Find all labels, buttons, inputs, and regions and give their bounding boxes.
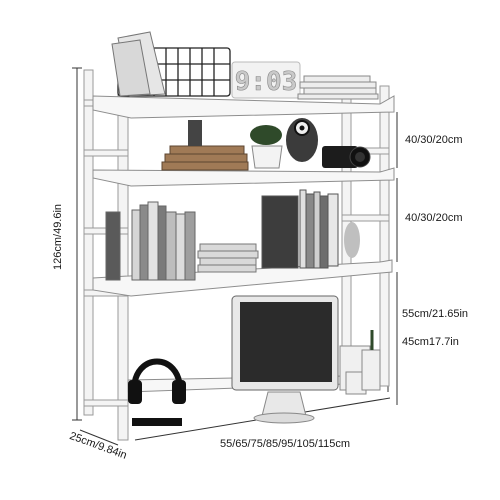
lower-height-label: 55cm/21.65in <box>402 308 469 320</box>
headphones <box>128 358 186 426</box>
height-label: 126cm/49.6in <box>52 203 64 270</box>
potted-plant <box>250 125 283 169</box>
books-right <box>261 189 339 269</box>
width-label: 55/65/75/85/95/105/115cm <box>220 438 351 450</box>
shelf-gap-middle-label: 40/30/20cm <box>405 212 463 224</box>
monitor-clearance-label: 45cm17.7in <box>402 336 459 348</box>
camera <box>322 146 371 168</box>
shelf-boards <box>92 95 395 393</box>
book-stack-top <box>297 75 379 100</box>
clock-digits: 9:03 <box>235 67 298 97</box>
figurine <box>344 222 360 258</box>
books-left <box>105 201 196 281</box>
book-stack-middle <box>161 145 249 171</box>
bookend <box>188 120 202 146</box>
minion-figure <box>286 118 318 162</box>
shelf-gap-top-label: 40/30/20cm <box>405 134 463 146</box>
monitor <box>231 295 339 424</box>
magazines <box>111 31 166 97</box>
book-stack-low <box>197 243 259 273</box>
digital-clock: 9:03 <box>231 61 301 99</box>
desk-pots <box>339 330 381 395</box>
